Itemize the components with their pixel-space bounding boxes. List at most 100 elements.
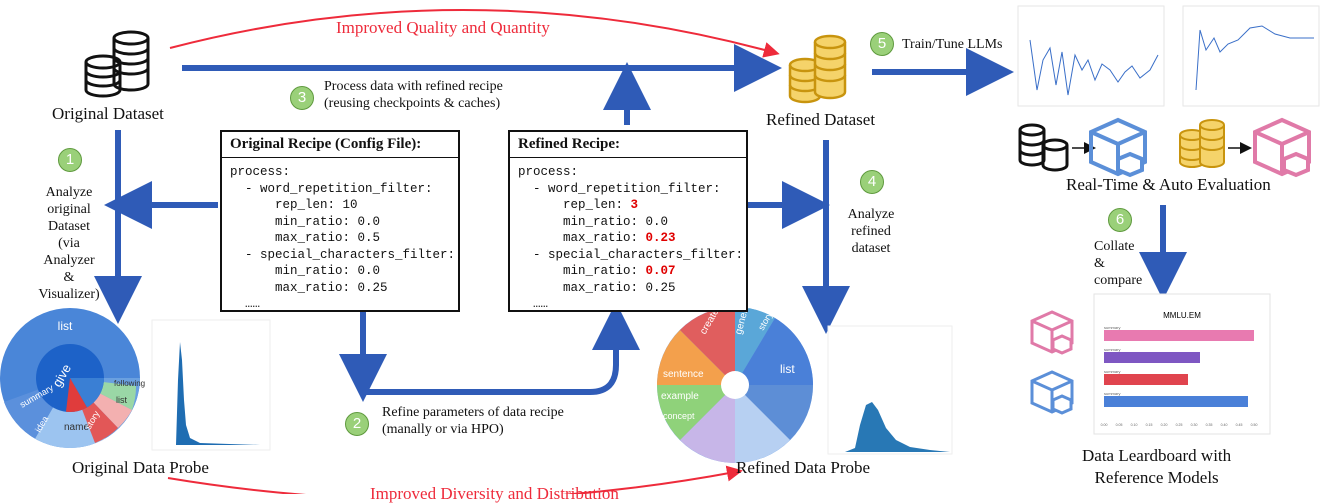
code-line: - special_characters_filter: [518, 247, 744, 262]
refined-probe-label: Refined Data Probe [736, 458, 871, 477]
svg-text:sentence: sentence [663, 369, 704, 380]
refined-histogram [827, 325, 953, 455]
leaderboard-title-line2: Reference Models [1094, 468, 1219, 487]
code-line: min_ratio: 0.0 [518, 214, 669, 229]
training-chart-2 [1182, 5, 1320, 107]
eval-cube-blue [1089, 117, 1147, 178]
leaderboard-bar-label: summary [1104, 391, 1120, 396]
original-recipe-box: Original Recipe (Config File): process: … [220, 130, 460, 312]
code-line: max_ratio: 0.5 [230, 231, 381, 245]
leaderboard-bar-label: summary [1104, 347, 1120, 352]
step-6-line: & [1094, 256, 1105, 271]
svg-text:following: following [114, 379, 145, 388]
leaderboard-title-line1: Data Leardboard with [1082, 446, 1232, 465]
code-line: min_ratio: 0.0 [230, 214, 381, 229]
eval-database-gold [1179, 119, 1225, 168]
leaderboard-tick: 0.15 [1146, 423, 1153, 427]
step-4-text: Analyze refined dataset [840, 206, 902, 257]
original-probe-label: Original Data Probe [72, 458, 209, 477]
leaderboard-tick: 0.35 [1206, 423, 1213, 427]
step-3-line: (reusing checkpoints & caches) [324, 96, 501, 111]
code-line: - word_repetition_filter: [518, 181, 721, 196]
step-2-badge: 2 [345, 412, 369, 436]
refined-recipe-title: Refined Recipe: [510, 132, 746, 158]
leaderboard-bar-label: summary [1104, 369, 1120, 374]
code-line: max_ratio: 0.25 [518, 280, 676, 295]
step-6-line: Collate [1094, 239, 1135, 254]
step-4-line: dataset [851, 241, 891, 256]
step-1-line: & Visualizer) [38, 270, 100, 302]
step-4-line: refined [851, 224, 891, 239]
step-1-text: Analyze original Dataset (via Analyzer &… [34, 184, 104, 303]
step-6-badge: 6 [1108, 208, 1132, 232]
leaderboard-tick: 0.40 [1221, 423, 1228, 427]
step-6-text: Collate & compare [1094, 238, 1142, 289]
leaderboard-tick: 0.10 [1131, 423, 1138, 427]
svg-text:example: example [661, 391, 699, 402]
svg-text:list: list [780, 362, 795, 376]
leaderboard-frame [1093, 293, 1271, 435]
leaderboard-bar [1104, 352, 1200, 363]
code-key: min_ratio: [518, 264, 646, 278]
refined-dataset-label: Refined Dataset [766, 110, 876, 129]
leaderboard-tick: 0.30 [1191, 423, 1198, 427]
code-line: …… [230, 297, 261, 311]
original-recipe-code: process: - word_repetition_filter: rep_l… [222, 158, 458, 319]
code-line: …… [518, 297, 549, 311]
leaderboard-tick: 0.50 [1251, 423, 1258, 427]
step-1-line: original [47, 202, 91, 217]
original-histogram [151, 319, 271, 451]
refined-database-icon [788, 34, 847, 104]
code-line: process: [230, 165, 291, 179]
step-4-badge: 4 [860, 170, 884, 194]
step-2-line: Refine parameters of data recipe [382, 405, 564, 420]
leaderboard-tick: 0.45 [1236, 423, 1243, 427]
step-5-badge: 5 [870, 32, 894, 56]
step-1-line: (via Analyzer [43, 236, 95, 268]
svg-text:list: list [58, 319, 73, 333]
code-line: max_ratio: 0.23 [518, 230, 738, 247]
eval-database-black [1018, 123, 1069, 172]
code-line: rep_len: 3 [518, 197, 738, 214]
step-1-line: Dataset [48, 219, 90, 234]
leaderboard-tick: 0.05 [1116, 423, 1123, 427]
code-key: rep_len: [518, 198, 631, 212]
leaderboard-tick: 0.25 [1176, 423, 1183, 427]
step-2-line: (manally or via HPO) [382, 422, 504, 437]
original-recipe-title: Original Recipe (Config File): [222, 132, 458, 158]
leaderboard-tick: 0.20 [1161, 423, 1168, 427]
refined-sunburst: list sentence example concept create gen… [657, 294, 813, 463]
original-sunburst: give list summary idea name story list f… [0, 308, 145, 448]
code-line: min_ratio: 0.07 [518, 263, 738, 280]
code-line: rep_len: 10 [230, 198, 358, 212]
leaderboard-cube-pink [1030, 310, 1074, 355]
step-3-text: Process data with refined recipe (reusin… [324, 78, 503, 112]
original-dataset-label: Original Dataset [52, 104, 164, 123]
training-chart-1 [1017, 5, 1165, 107]
changed-value: 0.23 [645, 231, 676, 245]
step-5-text: Train/Tune LLMs [902, 37, 1003, 52]
code-line: - word_repetition_filter: [230, 181, 433, 196]
leaderboard-chart-title: MMLU.EM [1163, 311, 1201, 320]
svg-text:list: list [116, 395, 127, 405]
leaderboard-bar [1104, 396, 1248, 407]
refined-recipe-code: process: - word_repetition_filter: rep_l… [510, 158, 746, 319]
leaderboard-tick: 0.00 [1101, 423, 1108, 427]
leaderboard-cube-blue [1030, 370, 1074, 415]
step-2-text: Refine parameters of data recipe (manall… [382, 404, 564, 438]
code-key: max_ratio: [518, 231, 646, 245]
quality-label: Improved Quality and Quantity [336, 18, 550, 37]
refined-recipe-box: Refined Recipe: process: - word_repetiti… [508, 130, 748, 312]
code-line: max_ratio: 0.25 [230, 280, 388, 295]
changed-value: 3 [630, 198, 639, 212]
step-3-line: Process data with refined recipe [324, 79, 503, 94]
svg-text:name: name [64, 422, 89, 433]
code-line: process: [518, 165, 579, 179]
leaderboard-title: Data Leardboard with Reference Models [1082, 445, 1231, 489]
diversity-label: Improved Diversity and Distribution [370, 484, 619, 503]
eval-cube-pink [1253, 117, 1311, 178]
arrow-refine-params [363, 302, 640, 395]
step-6-line: compare [1094, 273, 1143, 288]
